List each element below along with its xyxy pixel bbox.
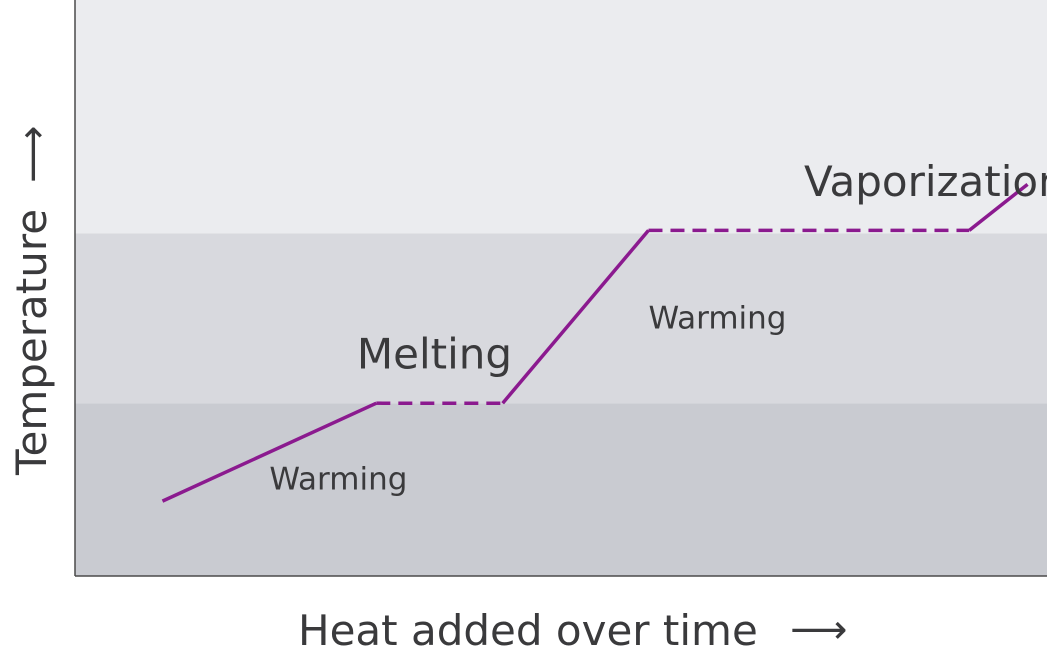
x-axis-title: Heat added over time	[298, 606, 758, 655]
band-2	[75, 0, 1047, 234]
warming-segment-2	[501, 229, 650, 405]
annotation-warming-2: Warming	[648, 300, 786, 336]
annotation-warming-0: Warming	[269, 462, 407, 498]
background-bands	[75, 0, 1047, 576]
axes	[74, 0, 1047, 577]
band-0	[75, 403, 1047, 576]
y-axis-title: Temperature	[7, 209, 56, 476]
warming-segment-4	[968, 182, 1029, 232]
band-1	[75, 233, 1047, 404]
x-axis-arrow: ⟶	[790, 607, 847, 653]
y-axis-title-group: Temperature ⟶	[7, 126, 56, 476]
annotation-vaporization-3: Vaporization	[804, 157, 1047, 206]
plot-lines	[161, 182, 1029, 503]
warming-segment-0	[161, 401, 378, 503]
annotation-melting-1: Melting	[357, 330, 512, 379]
y-axis-arrow: ⟶	[10, 126, 56, 183]
x-axis-title-group: Heat added over time ⟶	[298, 606, 847, 655]
